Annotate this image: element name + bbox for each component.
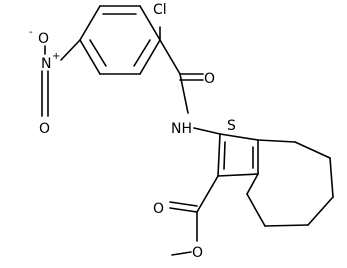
ring-bond bbox=[139, 39, 161, 75]
carbonyl-n-bond bbox=[179, 73, 189, 114]
cycloheptane-bond bbox=[307, 196, 334, 226]
ester-single-oxygen-atom: O bbox=[192, 245, 203, 261]
thiophene-bond bbox=[217, 173, 259, 177]
ring-double-bond bbox=[133, 39, 151, 67]
ring-bond bbox=[79, 5, 101, 41]
thiophene-double-bond bbox=[223, 141, 226, 170]
ester-carbonyl-double-bond bbox=[169, 207, 198, 213]
nitro-nitrogen-positive-charge: + bbox=[52, 51, 60, 62]
amide-oxygen-atom: O bbox=[204, 71, 215, 87]
amide-nh-atom: NH bbox=[171, 121, 192, 137]
ring-bond bbox=[79, 39, 101, 75]
nitro-nitrogen-atom: N bbox=[41, 56, 51, 72]
nitro-oxygen-negative-charge: - bbox=[29, 27, 33, 38]
cycloheptane-bond bbox=[257, 139, 296, 143]
cycloheptane-bond bbox=[264, 224, 309, 227]
chlorine-atom: Cl bbox=[153, 2, 167, 18]
ester-carbon-bond bbox=[196, 175, 219, 213]
aryl-carbonyl-bond bbox=[159, 39, 181, 75]
cycloheptane-bond bbox=[294, 141, 331, 159]
ring-double-bond bbox=[89, 39, 107, 67]
cycloheptane-bond bbox=[246, 173, 259, 195]
sulfur-atom: S bbox=[227, 118, 236, 134]
n-c-bond bbox=[193, 127, 221, 135]
ester-carbonyl-oxygen-atom: O bbox=[153, 201, 164, 217]
nitro-oxygen-bottom-atom: O bbox=[39, 121, 50, 137]
cycloheptane-bond bbox=[329, 157, 334, 198]
thiophene-bond bbox=[219, 133, 259, 141]
ring-bond bbox=[139, 5, 161, 41]
ester-carbonyl-double-bond bbox=[169, 201, 198, 207]
nitro-oxygen-top-atom: O bbox=[38, 31, 49, 47]
cycloheptane-bond bbox=[246, 193, 266, 227]
methoxy-bond bbox=[171, 251, 192, 256]
thiophene-bond bbox=[217, 133, 221, 177]
c-n-bond bbox=[60, 39, 81, 61]
